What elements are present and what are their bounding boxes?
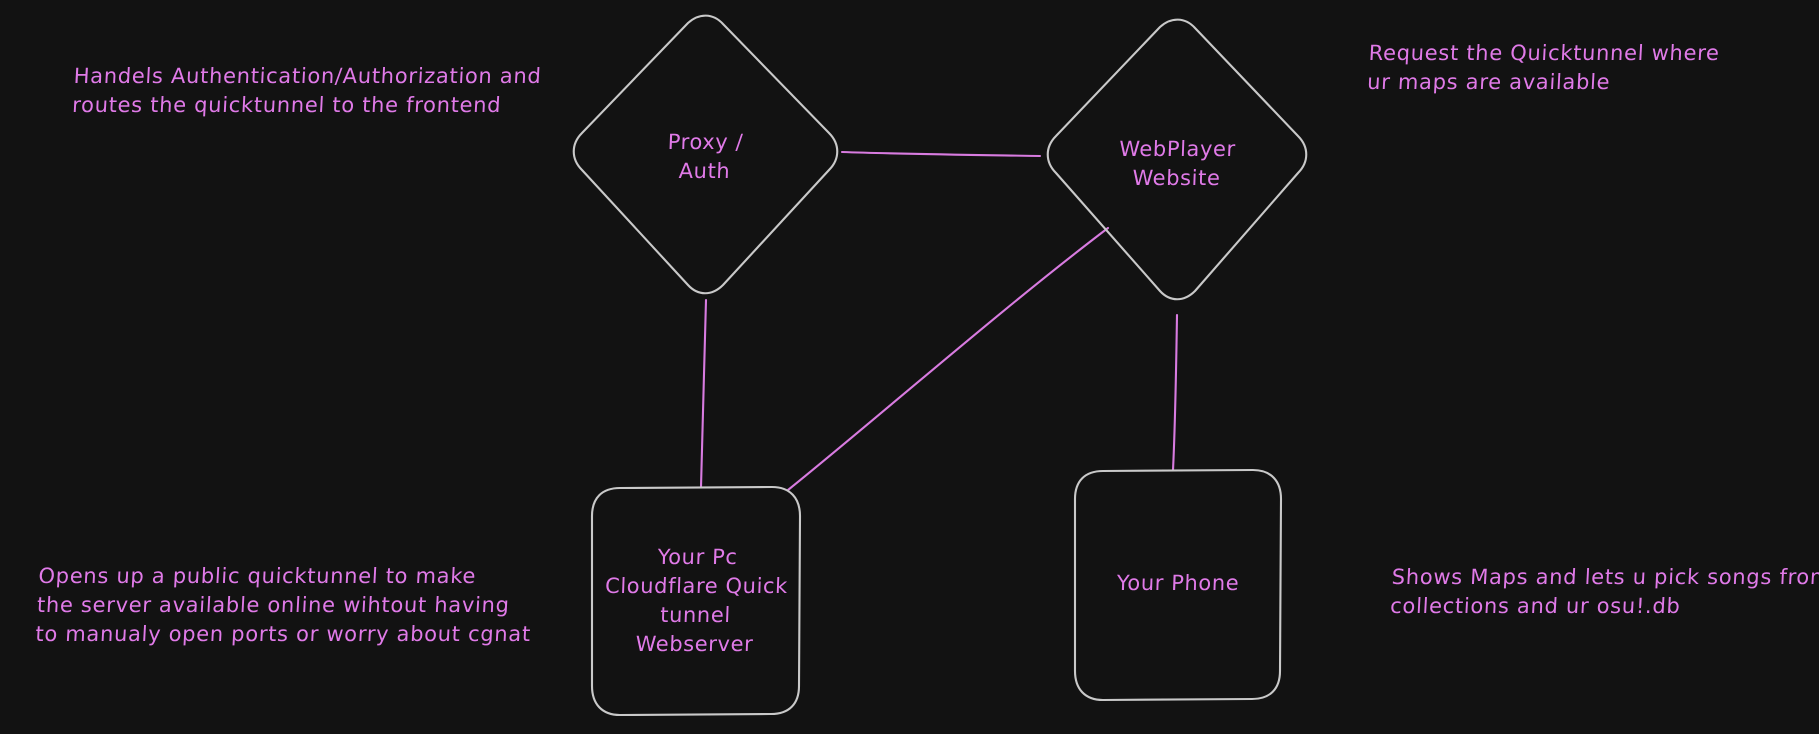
node-shape-proxy-auth[interactable] (572, 14, 839, 295)
node-label-proxy-auth: Proxy / Auth (667, 130, 744, 183)
node-shape-your-pc[interactable] (590, 485, 802, 717)
node-shape-webplayer-website[interactable] (1046, 18, 1308, 301)
node-label-your-phone: Your Phone (1116, 571, 1240, 595)
edge-layer (699, 150, 1179, 492)
annotation-your-pc-note: Opens up a public quicktunnel to make th… (34, 564, 532, 646)
annotation-your-phone-note: Shows Maps and lets u pick songs from co… (1389, 565, 1819, 618)
node-shape-your-phone[interactable] (1073, 468, 1283, 702)
edge-webplayer-to-your-phone[interactable] (1171, 313, 1179, 472)
node-label-webplayer-website: WebPlayer Website (1118, 137, 1237, 190)
edge-webplayer-to-your-pc[interactable] (786, 226, 1110, 492)
node-label-your-pc: Your Pc Cloudflare Quick tunnel Webserve… (604, 545, 789, 656)
edge-proxy-to-your-pc[interactable] (699, 298, 708, 489)
annotation-webplayer-note: Request the Quicktunnel where ur maps ar… (1366, 41, 1721, 94)
annotation-proxy-note: Handels Authentication/Authorization and… (71, 64, 543, 117)
edge-proxy-to-webplayer[interactable] (840, 150, 1042, 158)
node-layer (572, 14, 1308, 717)
